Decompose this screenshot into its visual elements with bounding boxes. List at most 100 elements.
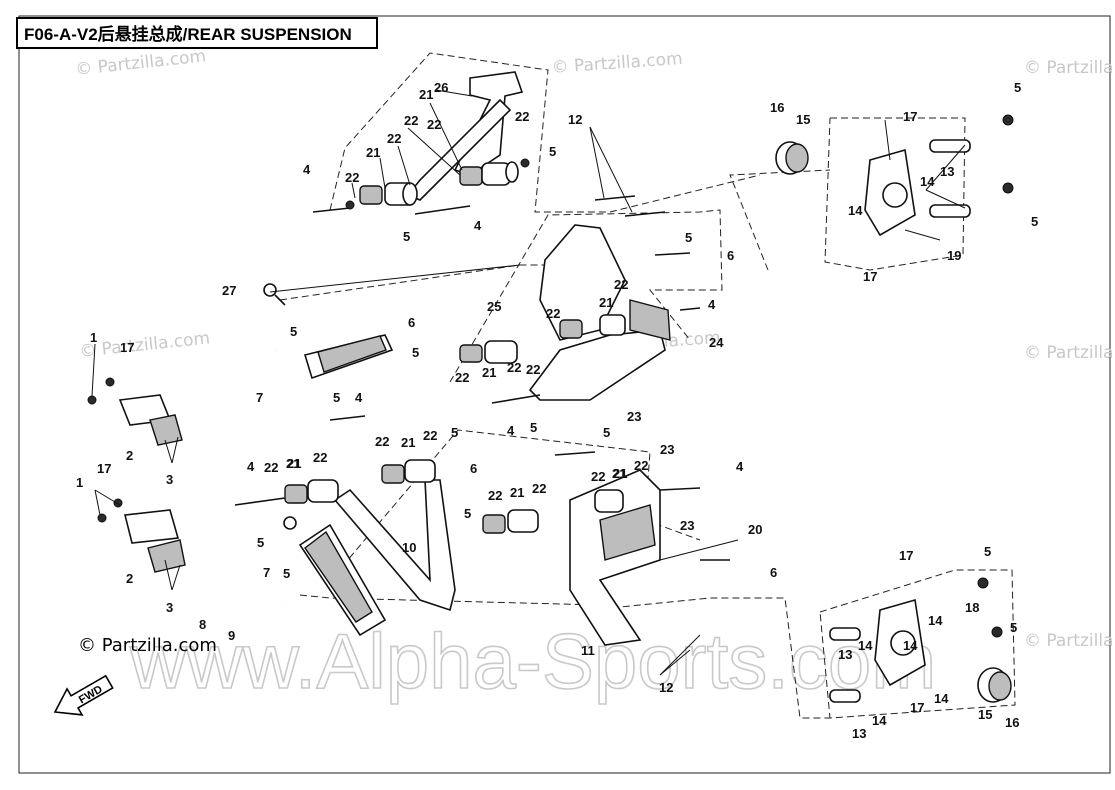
- upper-a-arm: [312, 71, 530, 215]
- callout-label: 1: [90, 330, 97, 345]
- callout-label: 17: [97, 461, 111, 476]
- stabilizer-mounts: [87, 377, 186, 573]
- callout-label: 4: [355, 390, 363, 405]
- trailing-arm: [482, 451, 730, 646]
- callout-label: 26: [434, 80, 448, 95]
- callout-label: 4: [708, 297, 716, 312]
- callout-label: 5: [1010, 620, 1017, 635]
- callout-label: 22: [313, 450, 327, 465]
- callout-label: 7: [256, 390, 263, 405]
- bushing: [359, 185, 383, 205]
- callout-label: 23: [680, 518, 694, 533]
- callout-label: 12: [659, 680, 673, 695]
- callout-label: 5: [530, 420, 537, 435]
- callout-label: 22: [404, 113, 418, 128]
- callout-label: 6: [470, 461, 477, 476]
- callout-label: 2: [126, 571, 133, 586]
- callout-label: 22: [591, 469, 605, 484]
- callout-label: 22: [546, 306, 560, 321]
- callout-label: 22: [345, 170, 359, 185]
- callout-label: 21: [612, 466, 626, 481]
- callout-label: 1: [76, 475, 83, 490]
- callout-label: 15: [978, 707, 992, 722]
- watermark-text: © Partzilla.com: [1024, 631, 1115, 651]
- callout-label: 21: [482, 365, 496, 380]
- callout-label: 18: [965, 600, 979, 615]
- callout-label: 22: [507, 360, 521, 375]
- callout-label: 22: [488, 488, 502, 503]
- callout-label: 13: [940, 164, 954, 179]
- callout-label: 21: [401, 435, 415, 450]
- callout-label: 21: [613, 466, 627, 481]
- frame-bracket: [459, 195, 701, 404]
- callout-label: 4: [247, 459, 255, 474]
- watermark-text: © Partzilla.com: [1024, 58, 1115, 78]
- callout-label: 21: [286, 456, 300, 471]
- callout-label: 21: [510, 485, 524, 500]
- callout-label: 5: [1014, 80, 1021, 95]
- callout-label: 15: [796, 112, 810, 127]
- callout-label: 22: [515, 109, 529, 124]
- callout-label: 5: [603, 425, 610, 440]
- callout-label: 19: [947, 248, 961, 263]
- callout-label: 23: [660, 442, 674, 457]
- watermark-text: © Partzilla.com: [1024, 343, 1115, 363]
- callout-label: 14: [848, 203, 863, 218]
- callout-label: 7: [263, 565, 270, 580]
- callout-label: 4: [474, 218, 482, 233]
- callout-label: 27: [222, 283, 236, 298]
- callout-label: 2: [126, 448, 133, 463]
- callout-label: 5: [984, 544, 991, 559]
- callout-label: 4: [507, 423, 515, 438]
- callout-label: 21: [599, 295, 613, 310]
- upper-knuckle: [775, 114, 1014, 237]
- callout-label: 22: [532, 481, 546, 496]
- callout-label: 21: [366, 145, 380, 160]
- callout-label: 21: [287, 456, 301, 471]
- callout-label: 5: [549, 144, 556, 159]
- callout-label: 6: [727, 248, 734, 263]
- callout-label: 22: [264, 460, 278, 475]
- callout-label: 13: [852, 726, 866, 741]
- callout-label: 10: [402, 540, 416, 555]
- callout-label: 12: [568, 112, 582, 127]
- callout-label: 3: [166, 472, 173, 487]
- callout-label: 22: [526, 362, 540, 377]
- watermark-layer: © Partzilla.com © Partzilla.com © Partzi…: [74, 46, 1115, 705]
- callout-label: 21: [419, 87, 433, 102]
- upper-shock: [263, 283, 394, 380]
- bushing: [459, 166, 483, 186]
- callout-label: 14: [858, 638, 873, 653]
- callout-label: 16: [1005, 715, 1019, 730]
- callout-label: 14: [903, 638, 918, 653]
- callout-label: 5: [403, 229, 410, 244]
- callout-label: 14: [872, 713, 887, 728]
- callout-label: 5: [685, 230, 692, 245]
- callout-label: 5: [464, 506, 471, 521]
- callout-label: 5: [283, 566, 290, 581]
- callout-labels: 1 1 2 2 3 3 4 4 4 4 4 4 4 5 5 5 5 5 5 5 …: [76, 80, 1038, 741]
- lower-a-arm: [234, 415, 456, 612]
- callout-label: 20: [748, 522, 762, 537]
- copyright-text: © Partzilla.com: [78, 635, 217, 656]
- callout-label: 5: [412, 345, 419, 360]
- callout-label: 4: [736, 459, 744, 474]
- callout-label: 17: [903, 109, 917, 124]
- diagram-title: F06-A-V2后悬挂总成/REAR SUSPENSION: [24, 24, 352, 44]
- callout-label: 22: [427, 117, 441, 132]
- callout-label: 13: [838, 647, 852, 662]
- callout-label: 24: [709, 335, 724, 350]
- callout-label: 4: [303, 162, 311, 177]
- callout-label: 22: [455, 370, 469, 385]
- callout-label: 16: [770, 100, 784, 115]
- callout-label: 17: [120, 340, 134, 355]
- watermark-big: www.Alpha-Sports.com: [129, 617, 936, 705]
- lower-knuckle: [829, 577, 1012, 703]
- stabilizer-bar: [197, 348, 286, 607]
- callout-label: 14: [920, 174, 935, 189]
- leader-lines: [91, 89, 966, 676]
- callout-label: 8: [199, 617, 206, 632]
- callout-label: 5: [290, 324, 297, 339]
- callout-label: 22: [423, 428, 437, 443]
